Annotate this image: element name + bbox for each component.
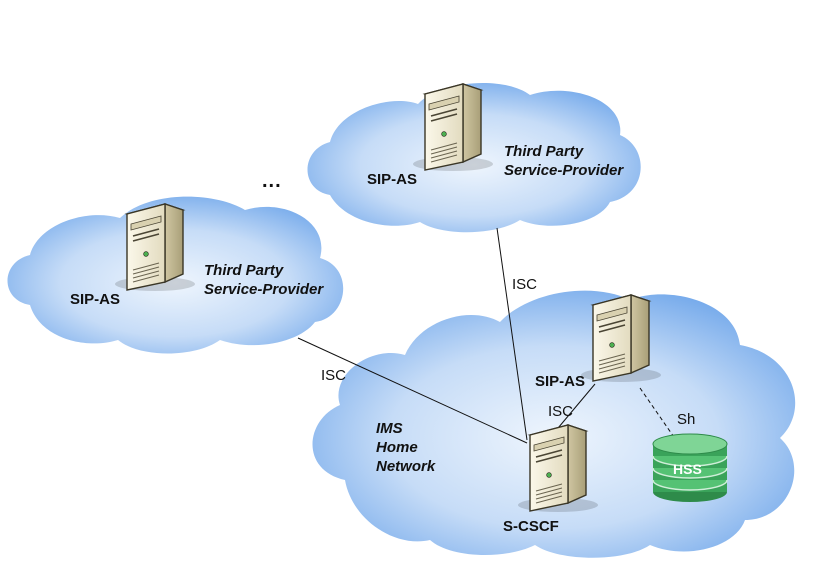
top-provider-name-line1: Third Party [504, 143, 584, 160]
isc-label-home: ISC [548, 403, 574, 420]
ims-home-network-line2: Home [376, 439, 418, 456]
isc-label-top: ISC [512, 276, 538, 293]
left-provider-name-line1: Third Party [204, 262, 284, 279]
isc-link-top [496, 227, 528, 441]
top-provider-name-line2: Service-Provider [504, 162, 624, 179]
ims-home-network-line3: Network [376, 458, 436, 475]
scscf-label: S-CSCF [503, 518, 559, 535]
sh-link [639, 387, 677, 441]
ims-home-network-line1: IMS [376, 420, 403, 437]
ims-home-network-name: IMS Home Network [376, 419, 435, 476]
more-providers-ellipsis: ... [262, 170, 282, 192]
top-sip-as-label: SIP-AS [367, 171, 418, 188]
hss-label: HSS [673, 461, 702, 477]
hss-database-icon [652, 433, 728, 502]
home-sip-as-label: SIP-AS [535, 373, 586, 390]
left-provider-name-line2: Service-Provider [204, 281, 324, 298]
top-provider-name: Third Party Service-Provider [504, 142, 623, 180]
left-provider-name: Third Party Service-Provider [204, 261, 323, 299]
isc-link-left [297, 337, 528, 444]
left-sip-as-label: SIP-AS [70, 291, 121, 308]
isc-label-left: ISC [321, 367, 347, 384]
sh-label: Sh [677, 411, 696, 428]
